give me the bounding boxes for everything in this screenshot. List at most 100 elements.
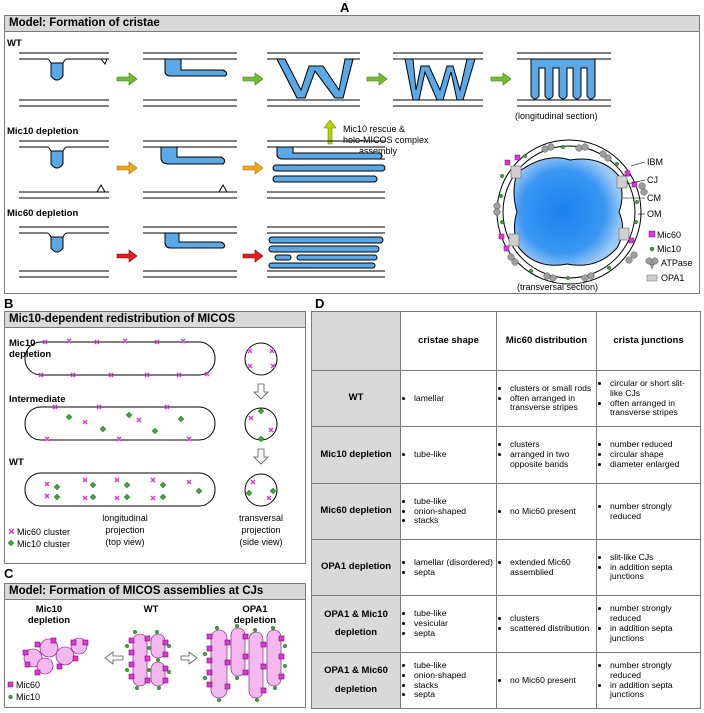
table-row: WT lamellar clusters or small rodsoften … <box>311 370 701 427</box>
cell-mic60-mic10: clustersarranged in two opposite bands <box>496 426 597 484</box>
cell-cj-mic60: number strongly reduced <box>596 483 701 540</box>
col-header-cristae-shape: cristae shape <box>400 311 497 371</box>
row-header-mic60: Mic60 depletion <box>311 483 401 540</box>
cell-mic60-opa1-mic10: clustersscattered distribution <box>496 595 597 653</box>
row-label-wt: WT <box>7 38 22 49</box>
wt-stage-5 <box>517 52 611 107</box>
col-header-mic60-distribution: Mic60 distribution <box>496 311 597 371</box>
panel-d-table: cristae shape Mic60 distribution crista … <box>311 311 701 709</box>
wt-stage-2 <box>143 52 237 107</box>
b-caption-trans-1: transversal <box>239 513 283 523</box>
c-mic10-depletion-assembly <box>22 637 89 676</box>
mic60-stage-3 <box>267 226 385 278</box>
row-label-mic10: Mic10 depletion <box>7 126 78 137</box>
mic10-stage-3 <box>267 140 386 199</box>
c-opa1-depletion-assembly <box>202 624 288 702</box>
panel-b: Mic10-dependent redistribution of MICOS … <box>4 311 306 564</box>
table-row: OPA1 & Mic60 depletion tube-likeonion-sh… <box>311 652 701 709</box>
cell-cj-opa1-mic60: number strongly reducedin addition septa… <box>596 652 701 709</box>
b-down-arrows <box>253 383 269 465</box>
c-legend-mic60: Mic60 <box>16 680 40 690</box>
c-legend-mic10-icon <box>8 694 13 700</box>
b-legend-mic60: Mic60 cluster <box>17 527 70 537</box>
b-mic60-crosses <box>38 338 276 501</box>
label-cj: CJ <box>647 175 658 185</box>
panel-c-letter: C <box>4 566 14 581</box>
transversal-caption: (transversal section) <box>517 282 598 292</box>
b-longitudinal-1 <box>24 341 216 376</box>
legend-mic10-icon <box>649 246 655 252</box>
legend-opa1: OPA1 <box>661 273 684 283</box>
panel-b-title: Mic10-dependent redistribution of MICOS <box>5 312 305 328</box>
legend-mic10: Mic10 <box>657 244 681 254</box>
row-header-opa1-mic10: OPA1 & Mic10 depletion <box>311 595 401 653</box>
rescue-note-3: assembly <box>359 146 398 156</box>
table-row: OPA1 & Mic10 depletion tube-likevesicula… <box>311 595 701 653</box>
panel-a-title: Model: Formation of cristae <box>5 16 699 32</box>
panel-b-letter: B <box>4 296 14 311</box>
c-arrow-right <box>180 651 198 665</box>
cell-shape-opa1-mic10: tube-likevesicularsepta <box>400 595 497 653</box>
cell-cj-opa1: slit-like CJsin addition septa junctions <box>596 539 701 596</box>
panel-c-title: Model: Formation of MICOS assemblies at … <box>5 584 305 600</box>
panel-d-letter: D <box>315 296 325 311</box>
c-col-label-2: WT <box>144 604 159 615</box>
legend-mic60-icon <box>648 230 656 238</box>
c-legend-mic10: Mic10 <box>16 692 40 702</box>
label-ibm: IBM <box>647 157 663 167</box>
label-om: OM <box>647 209 662 219</box>
row-label-mic60: Mic60 depletion <box>7 208 78 219</box>
panel-a-diagram: WT Mic10 depletion Mic60 depletion <box>7 38 692 292</box>
b-caption-trans-3: (side view) <box>239 537 282 547</box>
b-legend-mic10: Mic10 cluster <box>17 539 70 549</box>
c-legend-mic60-icon <box>7 681 14 688</box>
b-row-label-3: WT <box>9 457 24 468</box>
cell-mic60-opa1: extended Mic60 assemblied <box>496 539 597 596</box>
b-legend-mic10-icon <box>7 539 15 547</box>
row-header-wt: WT <box>311 370 401 427</box>
mic10-stage-1 <box>19 140 109 199</box>
cell-cj-mic10: number reducedcircular shapediameter enl… <box>596 426 701 484</box>
c-col-label-1a: Mic10 <box>36 604 62 615</box>
membrane-label-leaders <box>623 161 646 215</box>
c-arrow-left <box>104 651 124 665</box>
legend-mic60: Mic60 <box>657 230 681 240</box>
b-caption-long-2: projection <box>105 525 144 535</box>
legend-atpase: ATPase <box>661 258 692 268</box>
row-header-opa1-mic60: OPA1 & Mic60 depletion <box>311 652 401 709</box>
cell-shape-wt: lamellar <box>400 370 497 427</box>
c-col-label-3b: depletion <box>234 615 276 626</box>
row-header-mic10: Mic10 depletion <box>311 426 401 484</box>
rescue-note-1: Mic10 rescue & <box>343 124 405 134</box>
b-longitudinal-2 <box>24 406 216 441</box>
mic60-stage-1 <box>19 226 109 278</box>
b-caption-trans-2: projection <box>241 525 280 535</box>
wt-stage-1 <box>19 52 109 107</box>
mic60-marks <box>498 154 638 252</box>
cristae-junction-marks <box>508 165 630 247</box>
cell-shape-opa1-mic60: tube-likeonion-shapedstackssepta <box>400 652 497 709</box>
col-header-crista-junctions: crista junctions <box>596 311 701 371</box>
legend-opa1-icon <box>646 274 658 282</box>
rescue-note-2: holo-MICOS complex <box>343 135 429 145</box>
cell-mic60-wt: clusters or small rodsoften arranged in … <box>496 370 597 427</box>
panel-c-diagram: Mic10 depletion WT OPA1 depletion <box>7 604 288 702</box>
b-caption-long-1: longitudinal <box>102 513 148 523</box>
mic60-stage-2 <box>143 226 237 278</box>
mic10-stage-2 <box>143 140 237 199</box>
legend-atpase-icon <box>645 257 659 270</box>
panel-a-letter: A <box>340 0 350 15</box>
wt-arrows <box>116 72 512 86</box>
c-wt-assembly <box>124 630 171 690</box>
table-header-row: cristae shape Mic60 distribution crista … <box>311 311 701 371</box>
atpase-marks <box>493 143 648 282</box>
c-col-label-3a: OPA1 <box>242 604 268 615</box>
panel-a: Model: Formation of cristae WT Mic10 dep… <box>4 15 700 294</box>
wt-stage-4 <box>393 52 483 107</box>
mic10-marks <box>499 144 640 281</box>
cell-cj-opa1-mic10: number strongly reducedin addition septa… <box>596 595 701 653</box>
cell-shape-mic10: tube-like <box>400 426 497 484</box>
panel-c: Model: Formation of MICOS assemblies at … <box>4 583 306 708</box>
cell-mic60-opa1-mic60: no Mic60 present <box>496 652 597 709</box>
table-row: OPA1 depletion lamellar (disordered)sept… <box>311 539 701 596</box>
